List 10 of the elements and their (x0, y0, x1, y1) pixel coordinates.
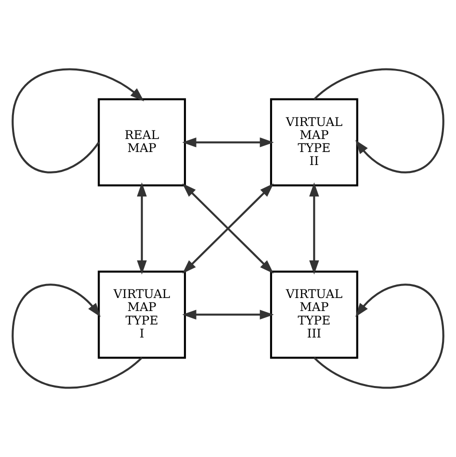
node-box: REAL MAP (98, 98, 186, 186)
node-box: VIRTUAL MAP TYPE II (270, 98, 358, 186)
arrow (182, 310, 274, 320)
arrow (182, 183, 274, 274)
arrow (12, 68, 144, 174)
node-box: VIRTUAL MAP TYPE III (270, 270, 358, 359)
arrow (309, 182, 320, 274)
arrow (182, 137, 274, 148)
node-box: VIRTUAL MAP TYPE I (98, 270, 186, 359)
arrow (136, 182, 147, 274)
